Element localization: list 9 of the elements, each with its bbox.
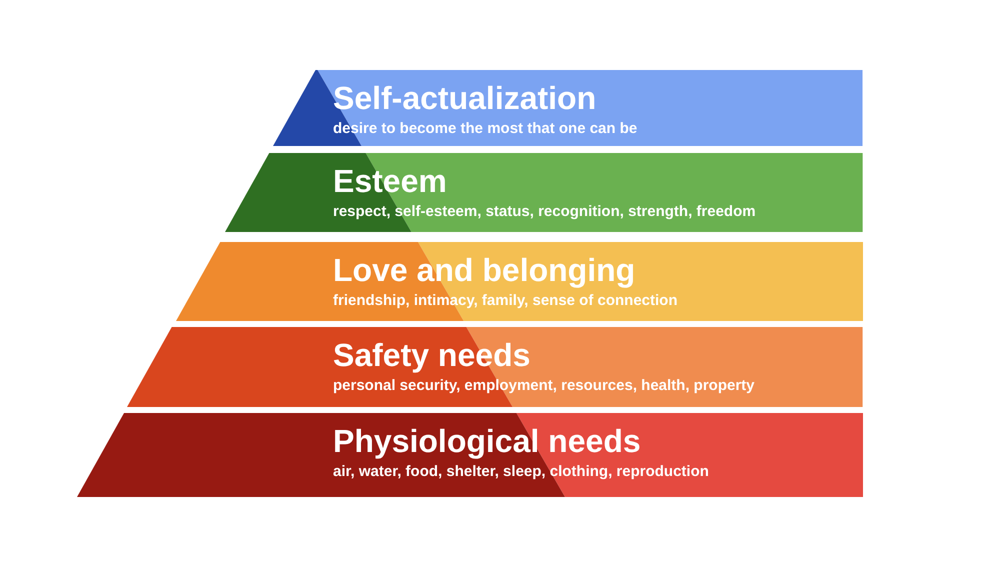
tier-title: Esteem bbox=[332, 163, 447, 199]
tier-description: air, water, food, shelter, sleep, clothing, reproduction bbox=[333, 463, 709, 481]
tier-title: Self-actualization bbox=[332, 80, 596, 116]
tier-description: respect, self-esteem, status, recognition, strength, freedom bbox=[332, 203, 756, 221]
tier-title: Love and belonging bbox=[332, 252, 636, 288]
tier-description: personal security, employment, resources, health, property bbox=[332, 377, 755, 395]
tier-title: Physiological needs bbox=[333, 423, 641, 459]
tier-description: friendship, intimacy, family, sense of connection bbox=[332, 292, 678, 310]
tier-title: Safety needs bbox=[332, 337, 530, 373]
